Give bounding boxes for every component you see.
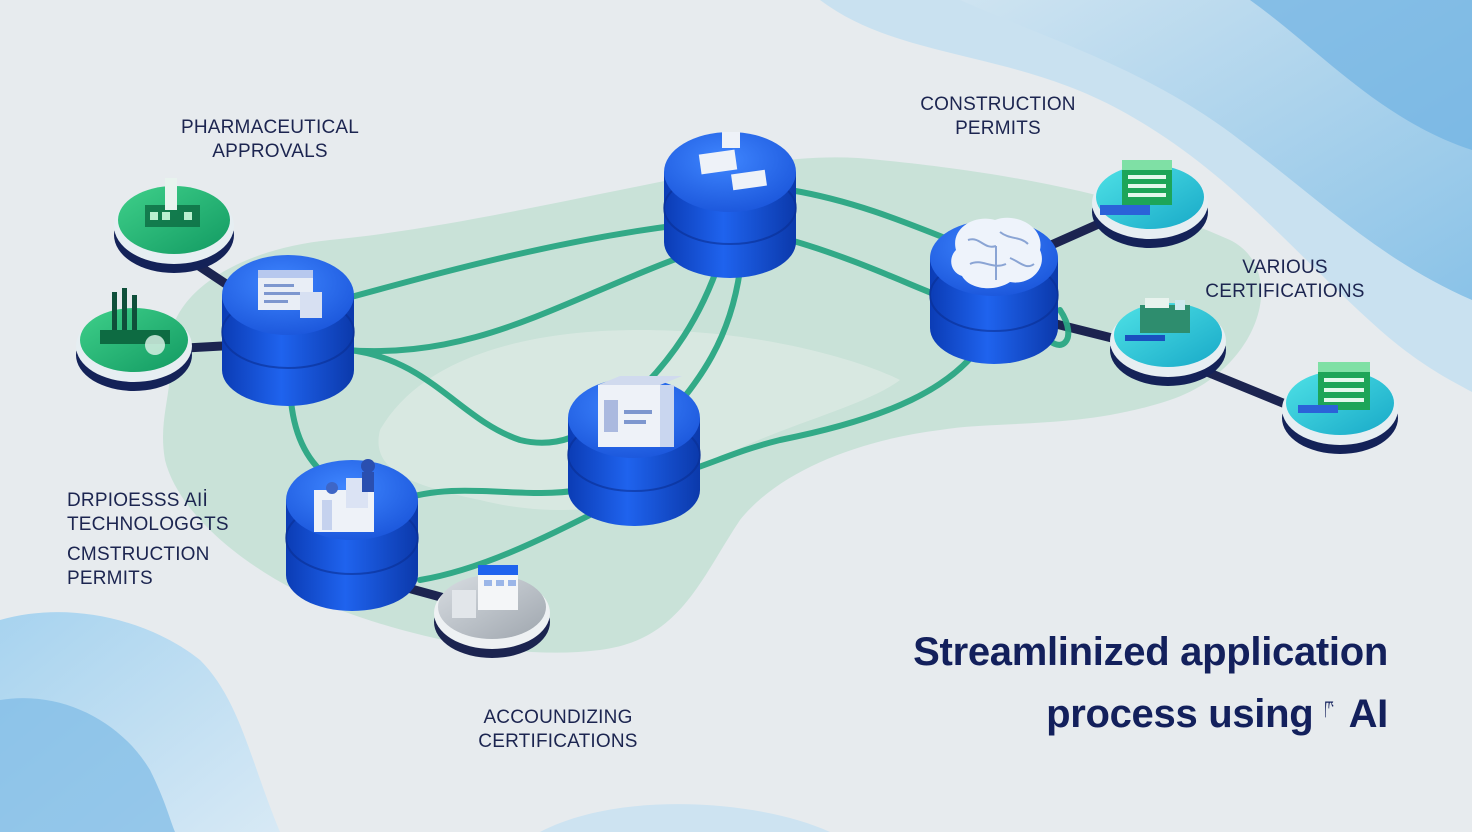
headline: Streamlinized application process using … xyxy=(780,625,1388,741)
satellite-construction xyxy=(1092,160,1208,248)
hub-brain xyxy=(929,217,1059,364)
satellite-green-building xyxy=(1282,362,1398,454)
satellite-server xyxy=(1110,298,1226,386)
label-pharmaceutical-line2: APPROVALS xyxy=(212,141,328,162)
documents-icon xyxy=(698,132,767,191)
label-various-line2: CERTIFICATIONS xyxy=(1205,281,1365,302)
link-3-4 xyxy=(687,327,993,473)
hub-documents-top xyxy=(663,132,797,278)
link-4-5 xyxy=(397,487,583,503)
hub-file-box xyxy=(567,376,701,526)
link-4-5b xyxy=(417,507,603,583)
industrial-plant-icon xyxy=(100,288,170,355)
link-1-2 xyxy=(337,222,683,303)
brain-icon xyxy=(951,217,1042,289)
label-left-block: DRPIOESSS AIİ TECHNOLOGGTS CMSTRUCTION P… xyxy=(67,489,267,591)
label-accounting-line1: ACCOUNDIZING xyxy=(483,707,633,728)
label-accounting-certifications: ACCOUNDIZING CERTIFICATIONS xyxy=(458,706,658,754)
link-2-3 xyxy=(787,187,953,243)
satellite-plant xyxy=(76,288,192,391)
office-building-icon xyxy=(452,565,518,618)
server-icon xyxy=(1125,298,1190,341)
headline-line1: Streamlinized application xyxy=(913,630,1388,674)
bottom-left-wave-edge xyxy=(0,698,175,832)
building-blocks-icon xyxy=(1100,160,1172,215)
file-box-icon xyxy=(598,376,682,447)
label-construction-line2: PERMITS xyxy=(955,118,1041,139)
factory-icon xyxy=(145,178,200,227)
bottom-center-wave xyxy=(540,804,830,832)
top-right-wave-edge xyxy=(1250,0,1472,150)
office-worker-icon xyxy=(314,459,375,532)
label-left-line2: TECHNOLOGGTS xyxy=(67,514,229,535)
label-left-line1: DRPIOESSS AIİ xyxy=(67,490,208,511)
headline-line2-text: process using xyxy=(1046,692,1314,736)
label-various-line1: VARIOUS xyxy=(1242,257,1328,278)
green-building-icon xyxy=(1298,362,1370,413)
document-stack-icon xyxy=(258,270,322,318)
label-accounting-line2: CERTIFICATIONS xyxy=(478,731,638,752)
hub-office-worker xyxy=(285,459,419,611)
label-pharmaceutical-line1: PHARMACEUTICAL xyxy=(180,117,360,138)
headline-line2: process using ཫ AI xyxy=(780,679,1388,741)
link-1-2b xyxy=(342,247,703,354)
label-construction-permits-top: CONSTRUCTION PERMITS xyxy=(898,93,1098,141)
headline-ai-text: AI xyxy=(1348,692,1389,736)
hub-documents-left xyxy=(221,255,355,406)
satellite-factory xyxy=(114,178,234,273)
label-construction-line1: CONSTRUCTION xyxy=(920,94,1076,115)
label-various-certifications: VARIOUS CERTIFICATIONS xyxy=(1190,256,1380,304)
label-pharmaceutical-approvals: PHARMACEUTICAL APPROVALS xyxy=(170,116,370,164)
label-left-line3: CMSTRUCTION xyxy=(67,544,210,565)
label-left-line4: PERMITS xyxy=(67,568,153,589)
headline-ai-mark: ཫ xyxy=(1324,698,1334,714)
satellite-office xyxy=(434,565,550,658)
